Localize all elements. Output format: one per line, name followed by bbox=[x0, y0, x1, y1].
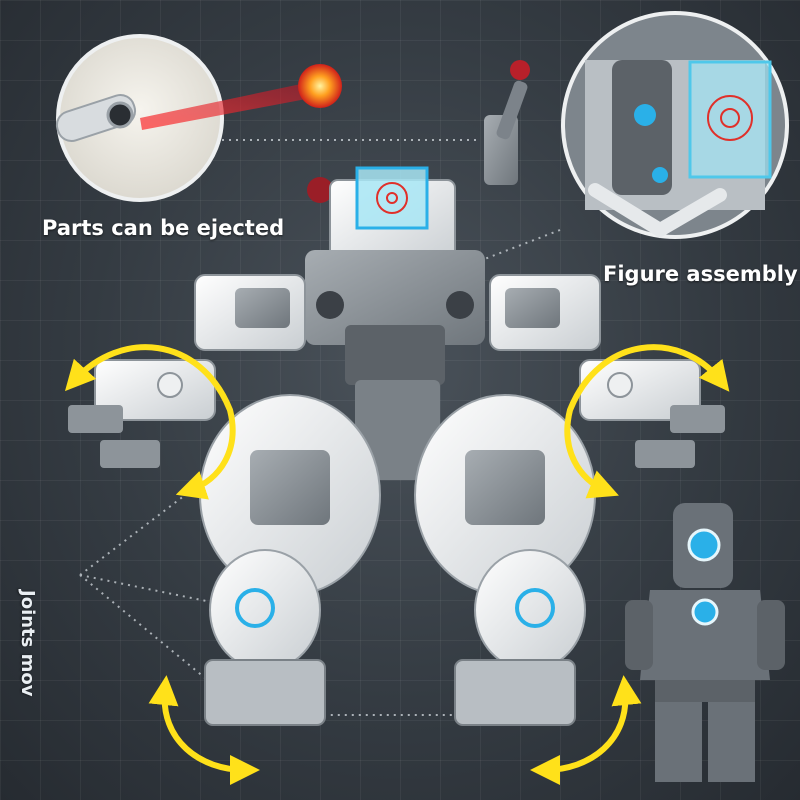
eject-callout-label: Parts can be ejected bbox=[42, 216, 285, 240]
left-leg bbox=[199, 394, 381, 726]
robot-mech bbox=[68, 60, 725, 726]
arc-reactor-icon bbox=[235, 588, 275, 628]
curved-arrow-icon bbox=[64, 344, 730, 785]
bullet-icon bbox=[298, 64, 342, 108]
eject-callout-bubble bbox=[55, 34, 342, 202]
left-claw bbox=[68, 359, 216, 468]
right-claw bbox=[579, 359, 725, 468]
connector-lines bbox=[79, 139, 561, 716]
right-leg bbox=[414, 394, 596, 726]
minifigure bbox=[625, 503, 785, 782]
assembly-callout-bubble bbox=[561, 11, 789, 239]
joints-callout-label: Joints mov bbox=[17, 590, 38, 697]
assembly-callout-label: Figure assembly bbox=[603, 262, 798, 286]
